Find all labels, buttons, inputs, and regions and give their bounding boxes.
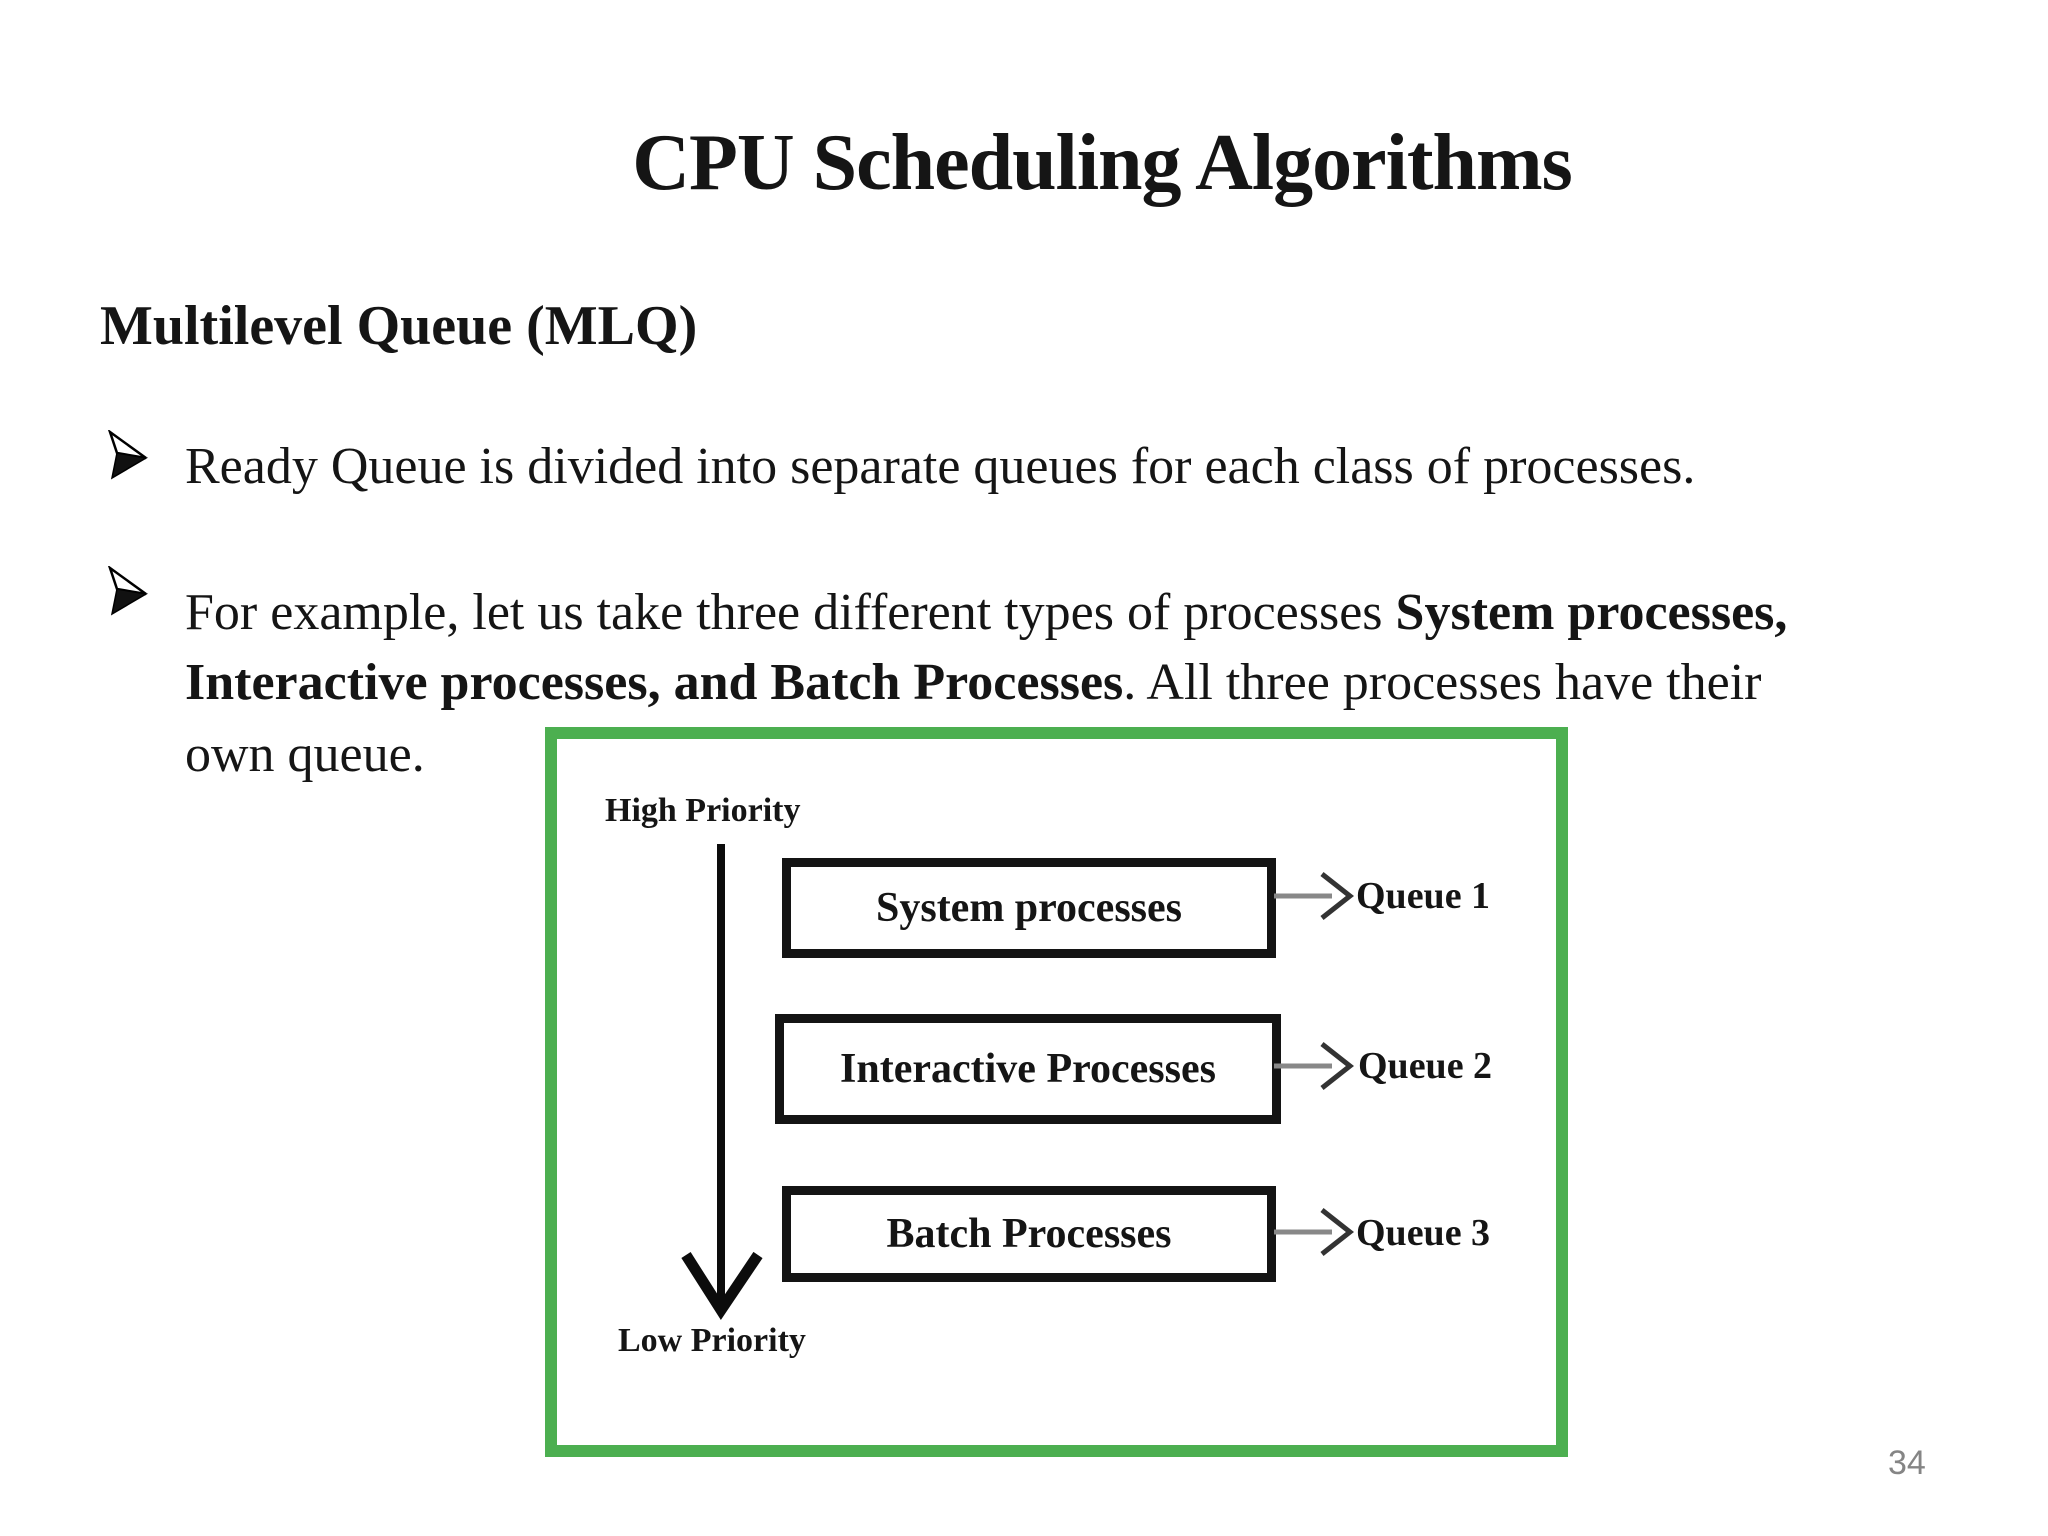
process-box-batch: Batch Processes: [782, 1186, 1276, 1282]
bullet-text-2-line-1: For example, let us take three different…: [185, 580, 1787, 645]
process-box-label: System processes: [875, 885, 1183, 931]
queue-label-3: Queue 3: [1356, 1212, 1491, 1254]
queue-arrow-icon: [1274, 1208, 1354, 1256]
bullet-text-2-line-2: Interactive processes, and Batch Process…: [185, 650, 1761, 715]
bullet-2-bold-run: Interactive processes, and Batch Process…: [185, 654, 1124, 711]
section-heading: Multilevel Queue (MLQ): [100, 295, 698, 357]
queue-arrow-icon: [1274, 872, 1354, 920]
bullet-text-1: Ready Queue is divided into separate que…: [185, 434, 1695, 499]
arrow-bullet-icon: [108, 430, 149, 480]
page-number: 34: [1888, 1444, 1926, 1482]
bullet-2-normal-run: . All three processes have their: [1123, 654, 1762, 711]
low-priority-label: Low Priority: [618, 1322, 806, 1359]
high-priority-label: High Priority: [605, 792, 801, 829]
process-box-interactive: Interactive Processes: [775, 1014, 1281, 1124]
queue-label-2: Queue 2: [1358, 1045, 1493, 1087]
bullet-text-2-line-3: own queue.: [185, 722, 425, 787]
process-box-system: System processes: [782, 858, 1276, 958]
queue-arrow-icon: [1274, 1042, 1354, 1090]
priority-arrow-icon: [681, 844, 763, 1321]
bullet-2-bold-run: System processes,: [1395, 584, 1788, 641]
process-box-label: Interactive Processes: [840, 1046, 1216, 1092]
page-title: CPU Scheduling Algorithms: [632, 119, 1573, 207]
bullet-2-normal-run: For example, let us take three different…: [185, 584, 1396, 641]
queue-label-1: Queue 1: [1356, 875, 1491, 917]
process-box-label: Batch Processes: [886, 1211, 1172, 1257]
arrow-bullet-icon: [108, 566, 149, 616]
bullet-text-1-content: Ready Queue is divided into separate que…: [185, 438, 1696, 495]
bullet-2-normal-run: own queue.: [185, 726, 425, 783]
